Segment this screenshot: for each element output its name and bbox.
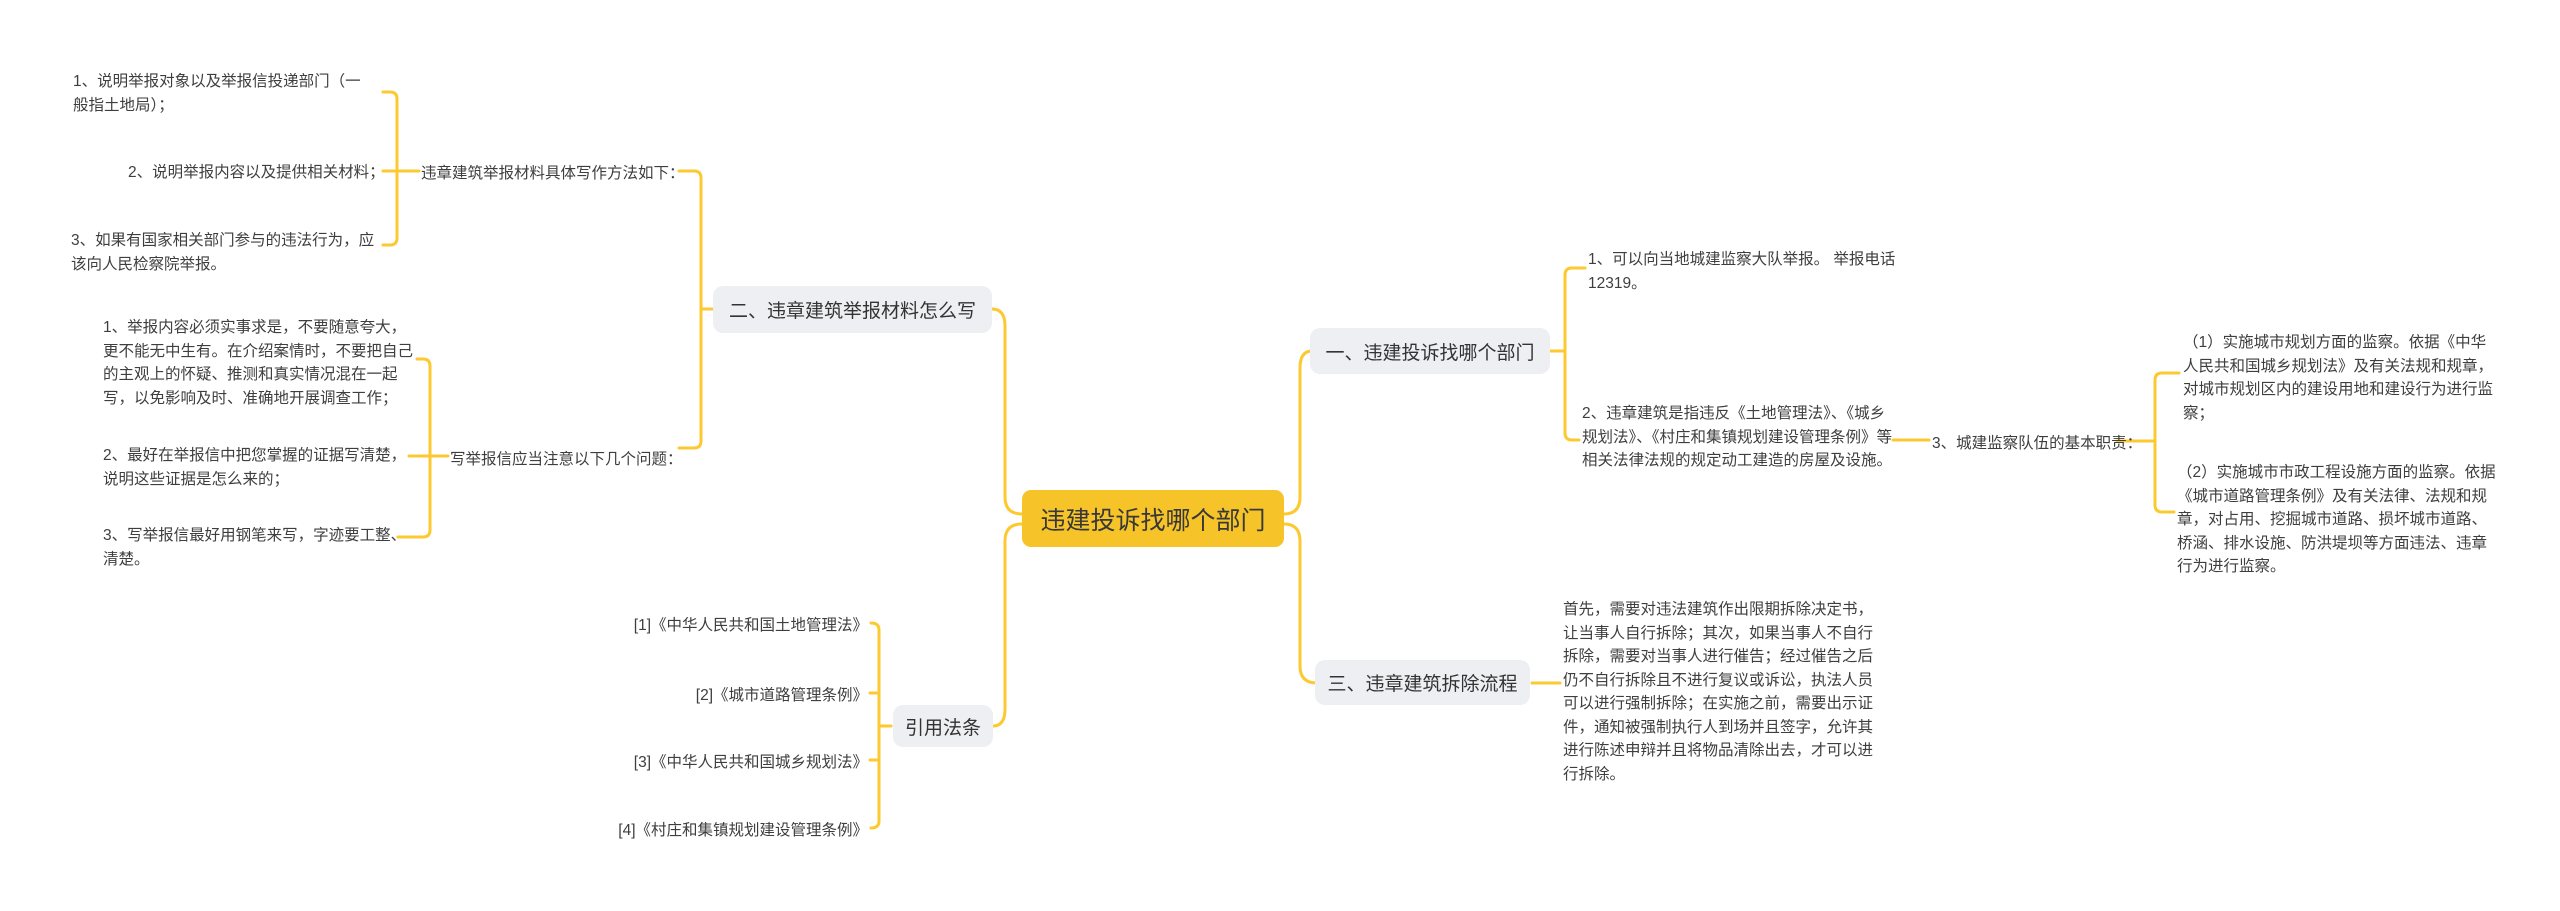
branch-laws-node[interactable]: 引用法条 bbox=[893, 705, 993, 747]
bracket-method bbox=[381, 90, 399, 247]
connector-central-to-department bbox=[1282, 349, 1314, 516]
duty-item-2[interactable]: （2）实施城市市政工程设施方面的监察。依据《城市道路管理条例》及有关法律、法规和… bbox=[2177, 464, 2496, 575]
connector-central-to-demolition bbox=[1282, 522, 1319, 685]
duty-label[interactable]: 3、城建监察队伍的基本职责： bbox=[1932, 435, 2143, 452]
method-label[interactable]: 违章建筑举报材料具体写作方法如下： bbox=[421, 165, 685, 182]
law-item-3[interactable]: [3]《中华人民共和国城乡规划法》 bbox=[633, 754, 868, 771]
notes-item-1[interactable]: 1、举报内容必须实事求是，不要随意夸大，更不能无中生有。在介绍案情时，不要把自己… bbox=[103, 319, 414, 407]
central-topic[interactable]: 违建投诉找哪个部门 bbox=[1022, 490, 1284, 547]
branch-demolition-node[interactable]: 三、违章建筑拆除流程 bbox=[1315, 660, 1530, 705]
bracket-department bbox=[1563, 266, 1587, 442]
connector-central-to-material bbox=[990, 307, 1024, 516]
department-item-1[interactable]: 1、可以向当地城建监察大队举报。 举报电话12319。 bbox=[1588, 251, 1896, 292]
bracket-duty bbox=[2153, 371, 2181, 514]
bracket-notes bbox=[396, 357, 432, 539]
notes-label[interactable]: 写举报信应当注意以下几个问题： bbox=[450, 451, 683, 468]
law-item-4[interactable]: [4]《村庄和集镇规划建设管理条例》 bbox=[618, 822, 868, 839]
method-item-3[interactable]: 3、如果有国家相关部门参与的违法行为，应该向人民检察院举报。 bbox=[71, 232, 375, 273]
connector-central-to-laws bbox=[991, 522, 1024, 728]
method-item-2[interactable]: 2、说明举报内容以及提供相关材料； bbox=[128, 164, 385, 181]
department-item-2[interactable]: 2、违章建筑是指违反《土地管理法》、《城乡规划法》、《村庄和集镇规划建设管理条例… bbox=[1582, 405, 1893, 469]
notes-item-3[interactable]: 3、写举报信最好用钢笔来写，字迹要工整、清楚。 bbox=[103, 527, 407, 568]
notes-item-2[interactable]: 2、最好在举报信中把您掌握的证据写清楚，说明这些证据是怎么来的； bbox=[103, 447, 407, 488]
duty-item-1[interactable]: （1）实施城市规划方面的监察。依据《中华人民共和国城乡规划法》及有关法规和规章，… bbox=[2183, 334, 2494, 422]
method-item-1[interactable]: 1、说明举报对象以及举报信投递部门（一般指土地局）； bbox=[73, 73, 361, 114]
law-item-1[interactable]: [1]《中华人民共和国土地管理法》 bbox=[633, 617, 868, 634]
branch-material-node[interactable]: 二、违章建筑举报材料怎么写 bbox=[713, 286, 992, 333]
demolition-content[interactable]: 首先，需要对违法建筑作出限期拆除决定书，让当事人自行拆除；其次，如果当事人不自行… bbox=[1563, 601, 1874, 783]
law-item-2[interactable]: [2]《城市道路管理条例》 bbox=[695, 687, 868, 704]
bracket-material bbox=[677, 169, 703, 450]
branch-department-node[interactable]: 一、违建投诉找哪个部门 bbox=[1310, 328, 1550, 374]
